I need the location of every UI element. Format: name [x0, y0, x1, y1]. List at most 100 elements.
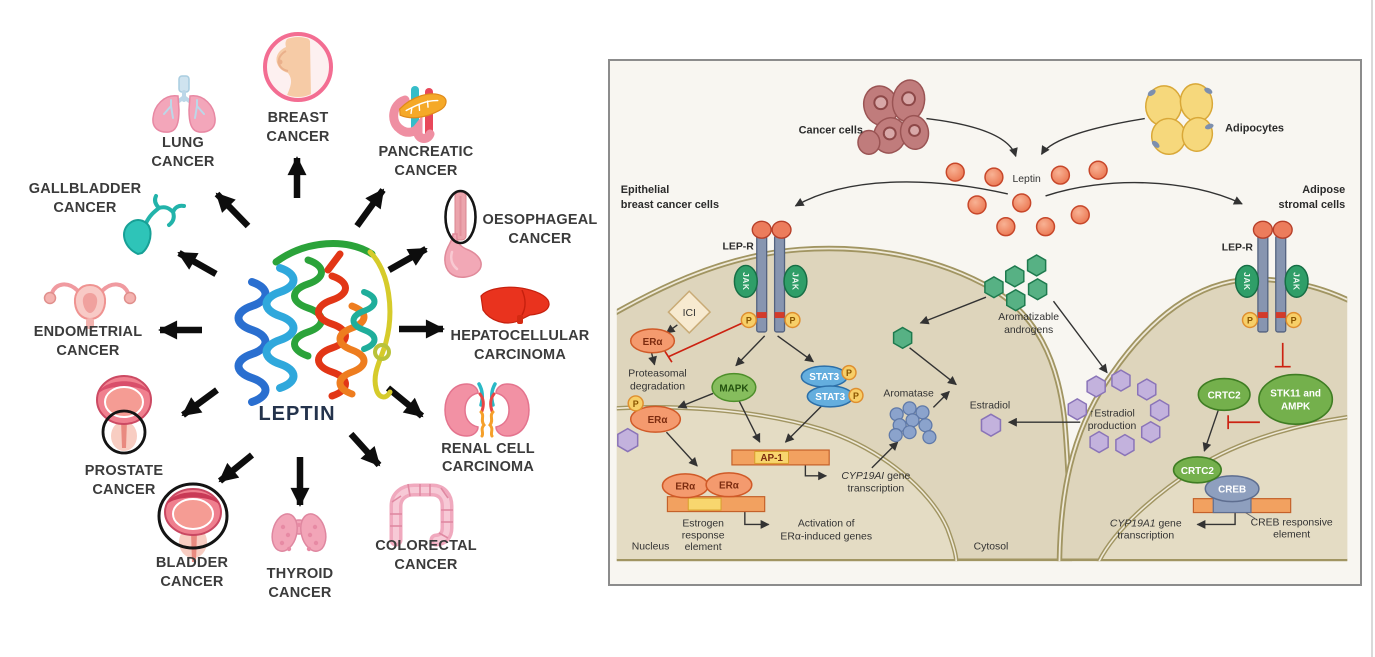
arrow-androgen-to-estradiol [909, 347, 957, 386]
phospho-label: P [746, 315, 752, 325]
label-cancer-cells: Cancer cells [799, 124, 863, 136]
svg-text:CANCER: CANCER [151, 154, 215, 170]
label-leptin: Leptin [1013, 174, 1042, 185]
svg-text:JAK: JAK [790, 272, 800, 290]
aromatase-label: Aromatase [883, 388, 934, 399]
creb-oval [1204, 475, 1260, 503]
creb-complex [1172, 456, 1292, 514]
inhibit-crtc2 [1227, 415, 1260, 430]
nucleus-label: Nucleus [632, 541, 670, 552]
cyp19ai-label-1: CYP19AI gene [841, 471, 910, 482]
svg-text:ERα: ERα [675, 482, 695, 493]
proteasomal-label-1: Proteasomal [628, 369, 686, 380]
leptin-cancers-figure: LUNG CANCER BREAST CANCER PANCREATIC CAN… [29, 32, 598, 601]
arrow-to-colorectal [348, 431, 382, 468]
arrow-leptin-to-right-lepr [1045, 181, 1243, 205]
era-label: ERα [643, 337, 663, 348]
label-adipose-1: Adipose [1302, 184, 1345, 196]
svg-text:JAK: JAK [1242, 272, 1252, 290]
cyp19ai-label-2: transcription [847, 484, 904, 495]
svg-text:CARCINOMA: CARCINOMA [442, 459, 534, 475]
arrow-androgens-to-stromal [1052, 300, 1108, 374]
svg-text:P: P [789, 315, 795, 325]
label-leptin: LEPTIN [258, 403, 335, 425]
lungs-icon [152, 75, 216, 133]
androgen-hexagon-in-cell [892, 326, 913, 350]
svg-text:CANCER: CANCER [92, 482, 156, 498]
ap1-dna-bar [731, 449, 830, 466]
label-thyroid-cancer: THYROID [267, 566, 334, 582]
activation-label-2: ERα-induced genes [780, 531, 872, 542]
colon-icon [389, 483, 454, 547]
inhibit-stk11 [1274, 342, 1291, 368]
kidneys-icon [444, 382, 530, 438]
adipocytes-cluster [1144, 83, 1214, 156]
ere-label-3: element [685, 542, 722, 553]
svg-text:CANCER: CANCER [266, 129, 330, 145]
aromatizable-label-2: androgens [1004, 325, 1053, 336]
ici-label: ICI [683, 308, 696, 319]
svg-text:CANCER: CANCER [394, 163, 458, 179]
label-epithelial-1: Epithelial [621, 184, 669, 196]
ere-label-1: Estrogen [682, 518, 724, 529]
arrow-to-gallbladder [177, 250, 218, 277]
svg-text:JAK: JAK [1292, 272, 1302, 290]
arrow-adipocytes-to-leptin [1040, 117, 1145, 156]
liver-icon [480, 286, 550, 324]
arrow-to-prostate [181, 387, 219, 418]
left-nucleus [616, 405, 959, 562]
label-adipocytes: Adipocytes [1225, 122, 1284, 134]
arrow-mapk-to-ap1 [738, 400, 761, 443]
cyp19a1-label-1: CYP19A1 gene [1110, 518, 1182, 529]
stk11-ampk-oval [1258, 373, 1334, 426]
label-gallbladder-cancer: GALLBLADDER [29, 181, 142, 197]
stat3-label-1: STAT3 [809, 372, 839, 383]
svg-text:CANCER: CANCER [508, 231, 572, 247]
arrow-androgens-to-cell [919, 296, 987, 325]
aromatizable-label-1: Aromatizable [998, 312, 1059, 323]
ap1-label: AP-1 [760, 453, 783, 464]
arrow-receptor-to-mapk [735, 335, 766, 367]
arrow-ere-to-activation [744, 511, 770, 529]
cre-label-2: element [1273, 529, 1310, 540]
arrow-to-renal [385, 385, 425, 419]
cyp19a1-label-2: transcription [1117, 530, 1174, 541]
phospho-on-era [627, 395, 644, 412]
svg-text:CANCER: CANCER [56, 343, 120, 359]
svg-text:P: P [1291, 315, 1297, 325]
svg-text:CANCER: CANCER [53, 200, 117, 216]
label-bladder-cancer: BLADDER [156, 555, 229, 571]
stat3-label-2: STAT3 [815, 392, 845, 403]
radiating-arrows [158, 156, 445, 507]
arrow-pera-to-dimer [665, 431, 698, 467]
phospho-on-stat3-1 [841, 364, 857, 381]
leptin-molecules [945, 160, 1108, 237]
arrow-ap1-to-cyp [804, 464, 828, 481]
aromatase-cluster [888, 401, 937, 445]
label-renal-cell-carcinoma: RENAL CELL [441, 441, 535, 457]
label-lepr-left: LEP-R [723, 242, 755, 253]
stk11-label-1: STK11 and [1270, 388, 1321, 399]
svg-text:CARCINOMA: CARCINOMA [474, 347, 566, 363]
crtc2-label-upper: CRTC2 [1208, 390, 1242, 401]
bladder-icon [157, 482, 229, 562]
window-edge-line [1371, 0, 1373, 657]
activation-label-1: Activation of [798, 518, 855, 529]
thyroid-icon [271, 513, 327, 552]
breast-icon [263, 32, 333, 102]
svg-text:ERα: ERα [648, 415, 668, 426]
creb-label: CREB [1218, 485, 1246, 496]
label-pancreatic-cancer: PANCREATIC [379, 144, 474, 160]
mapk-label: MAPK [719, 383, 749, 394]
left-panel-labels: LUNG CANCER BREAST CANCER PANCREATIC CAN… [29, 110, 598, 601]
svg-text:ERα: ERα [719, 481, 739, 492]
svg-text:CANCER: CANCER [160, 574, 224, 590]
cancer-cells-cluster [857, 79, 930, 156]
crtc2-label-lower: CRTC2 [1181, 466, 1215, 477]
prostate-icon [96, 375, 152, 455]
label-hepatocellular-carcinoma: HEPATOCELLULAR [451, 328, 590, 344]
svg-text:CANCER: CANCER [394, 557, 458, 573]
label-adipose-2: stromal cells [1279, 199, 1346, 211]
pancreas-icon [389, 86, 447, 143]
